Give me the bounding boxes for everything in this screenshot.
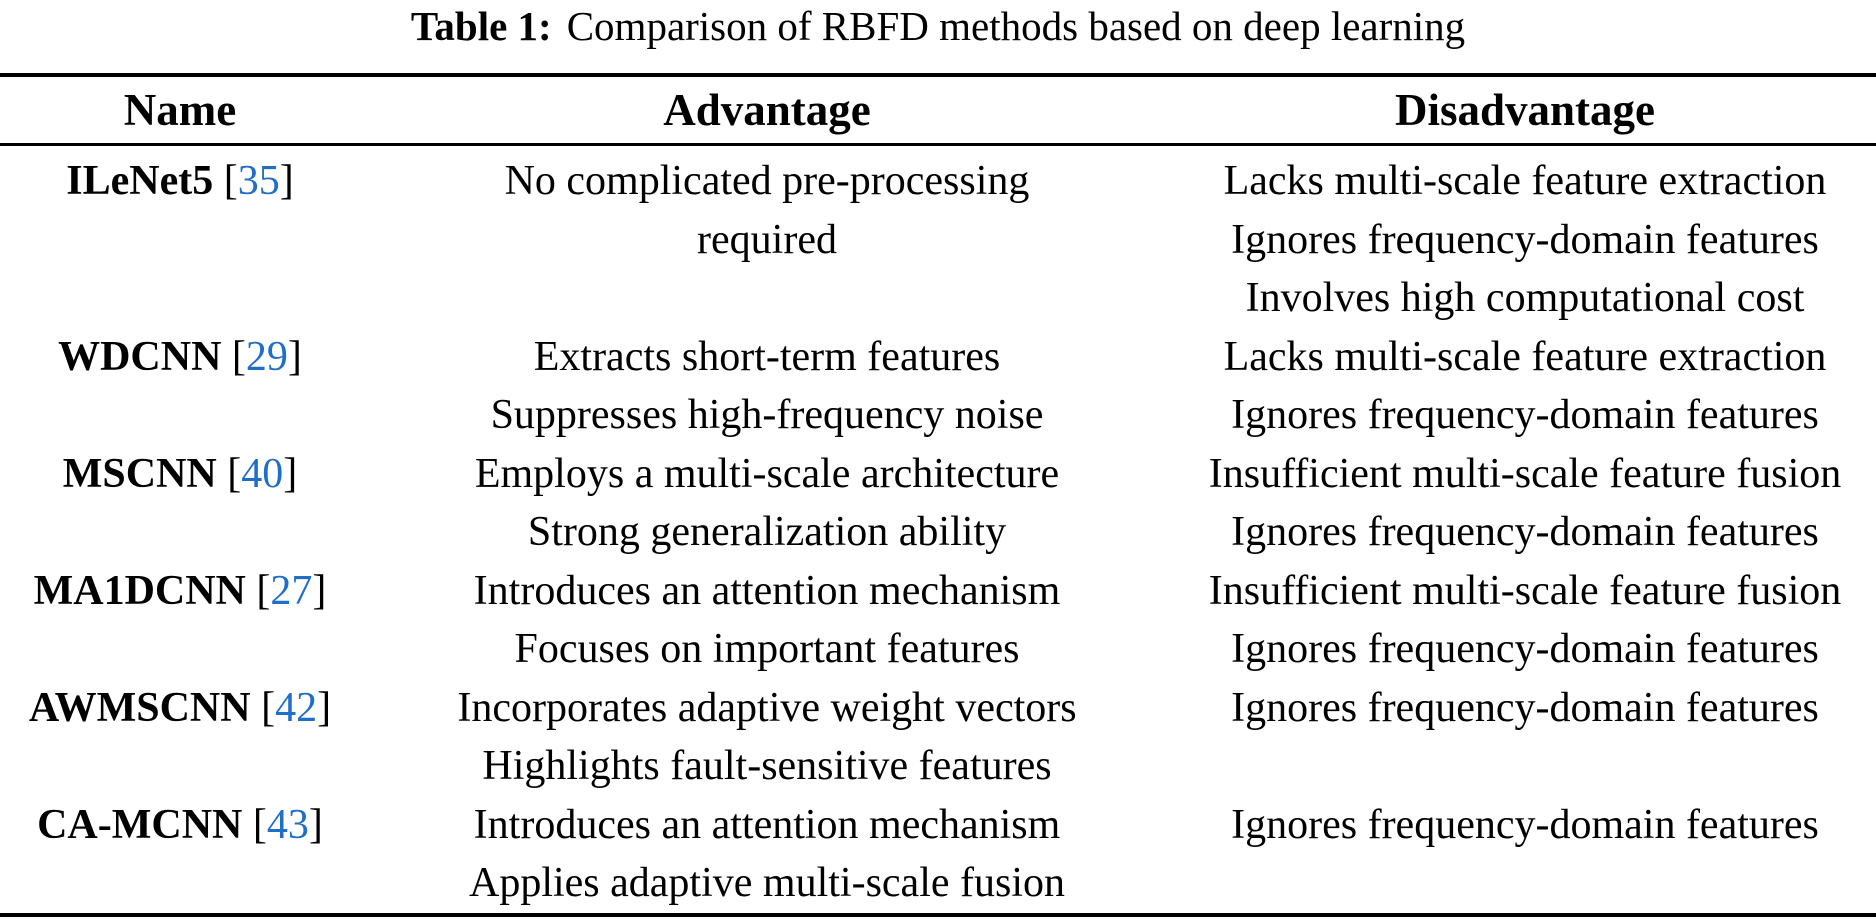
column-header-name: Name <box>123 85 237 135</box>
advantage-line: Suppresses high-frequency noise <box>490 392 1044 438</box>
comparison-table: Name Advantage Disadvantage ILeNet5 [35]… <box>0 73 1876 917</box>
table-caption: Table 1: Comparison of RBFD methods base… <box>0 0 1876 73</box>
citation-ref[interactable]: 35 <box>237 158 280 204</box>
method-label: AWMSCNN <box>28 684 251 731</box>
table-row: CA-MCNN [43] Introduces an attention mech… <box>0 796 1876 913</box>
name-cell: ILeNet5 [35] <box>0 152 360 211</box>
citation-ref[interactable]: 27 <box>270 567 313 614</box>
advantage-line: required <box>697 216 837 263</box>
advantage-line: No complicated pre-processing <box>504 158 1030 204</box>
advantage-line: Introduces an attention mechanism <box>473 567 1061 614</box>
method-name: MSCNN [40] <box>62 450 298 497</box>
method-name: CA-MCNN [43] <box>37 801 323 848</box>
disadvantage-line: Insufficient multi-scale feature fusion <box>1208 567 1842 614</box>
disadvantage-line: Ignores frequency-domain features <box>1231 392 1819 438</box>
disadvantage-line: Ignores frequency-domain features <box>1231 509 1819 555</box>
method-label: WDCNN <box>58 333 222 380</box>
disadvantage-cell: Ignores frequency-domain features <box>1174 796 1876 855</box>
citation-ref[interactable]: 29 <box>245 333 288 380</box>
table-row: ILeNet5 [35] No complicated pre-processin… <box>0 152 1876 328</box>
method-name: WDCNN [29] <box>58 333 302 380</box>
table-caption-text: Comparison of RBFD methods based on deep… <box>566 3 1466 49</box>
advantage-line: Focuses on important features <box>514 626 1020 672</box>
advantage-line: Introduces an attention mechanism <box>473 801 1061 848</box>
advantage-cell: No complicated pre-processing required <box>360 152 1174 269</box>
disadvantage-line: Lacks multi-scale feature extraction <box>1223 158 1827 204</box>
citation-ref[interactable]: 40 <box>241 450 284 497</box>
disadvantage-line: Ignores frequency-domain features <box>1231 684 1819 731</box>
disadvantage-line: Ignores frequency-domain features <box>1231 626 1819 672</box>
table-header-row: Name Advantage Disadvantage <box>0 73 1876 146</box>
disadvantage-line: Lacks multi-scale feature extraction <box>1223 333 1827 380</box>
advantage-line: Employs a multi-scale architecture <box>474 450 1060 497</box>
column-header-advantage: Advantage <box>663 85 871 135</box>
advantage-line: Incorporates adaptive weight vectors <box>457 684 1077 731</box>
table-body: ILeNet5 [35] No complicated pre-processin… <box>0 146 1876 917</box>
advantage-line: Highlights fault-sensitive features <box>482 743 1052 789</box>
disadvantage-line: Ignores frequency-domain features <box>1231 801 1819 848</box>
column-header-disadvantage: Disadvantage <box>1394 85 1656 135</box>
method-name: MA1DCNN [27] <box>33 567 327 614</box>
table-row: MA1DCNN [27] Introduces an attention mech… <box>0 562 1876 679</box>
table-caption-label: Table 1: <box>410 3 552 49</box>
citation-ref[interactable]: 42 <box>275 684 318 731</box>
citation-ref[interactable]: 43 <box>266 801 309 848</box>
method-name: ILeNet5 [35] <box>66 158 294 204</box>
name-cell: MSCNN [40] <box>0 445 360 504</box>
name-cell: MA1DCNN [27] <box>0 562 360 621</box>
disadvantage-line: Involves high computational cost <box>1245 275 1805 321</box>
method-name: AWMSCNN [42] <box>28 684 332 731</box>
advantage-line: Applies adaptive multi-scale fusion <box>468 860 1066 906</box>
disadvantage-line: Insufficient multi-scale feature fusion <box>1208 450 1842 497</box>
method-label: MA1DCNN <box>33 567 246 614</box>
method-label: CA-MCNN <box>37 801 243 848</box>
advantage-line: Strong generalization ability <box>527 509 1007 555</box>
method-label: MSCNN <box>62 450 217 497</box>
name-cell: WDCNN [29] <box>0 328 360 387</box>
table-row: AWMSCNN [42] Incorporates adaptive weight… <box>0 679 1876 796</box>
advantage-line: Extracts short-term features <box>533 333 1001 380</box>
table-row: MSCNN [40] Employs a multi-scale architec… <box>0 445 1876 562</box>
disadvantage-line: Ignores frequency-domain features <box>1231 216 1819 263</box>
name-cell: AWMSCNN [42] <box>0 679 360 738</box>
name-cell: CA-MCNN [43] <box>0 796 360 855</box>
method-label: ILeNet5 <box>66 158 214 204</box>
disadvantage-cell: Ignores frequency-domain features <box>1174 679 1876 738</box>
